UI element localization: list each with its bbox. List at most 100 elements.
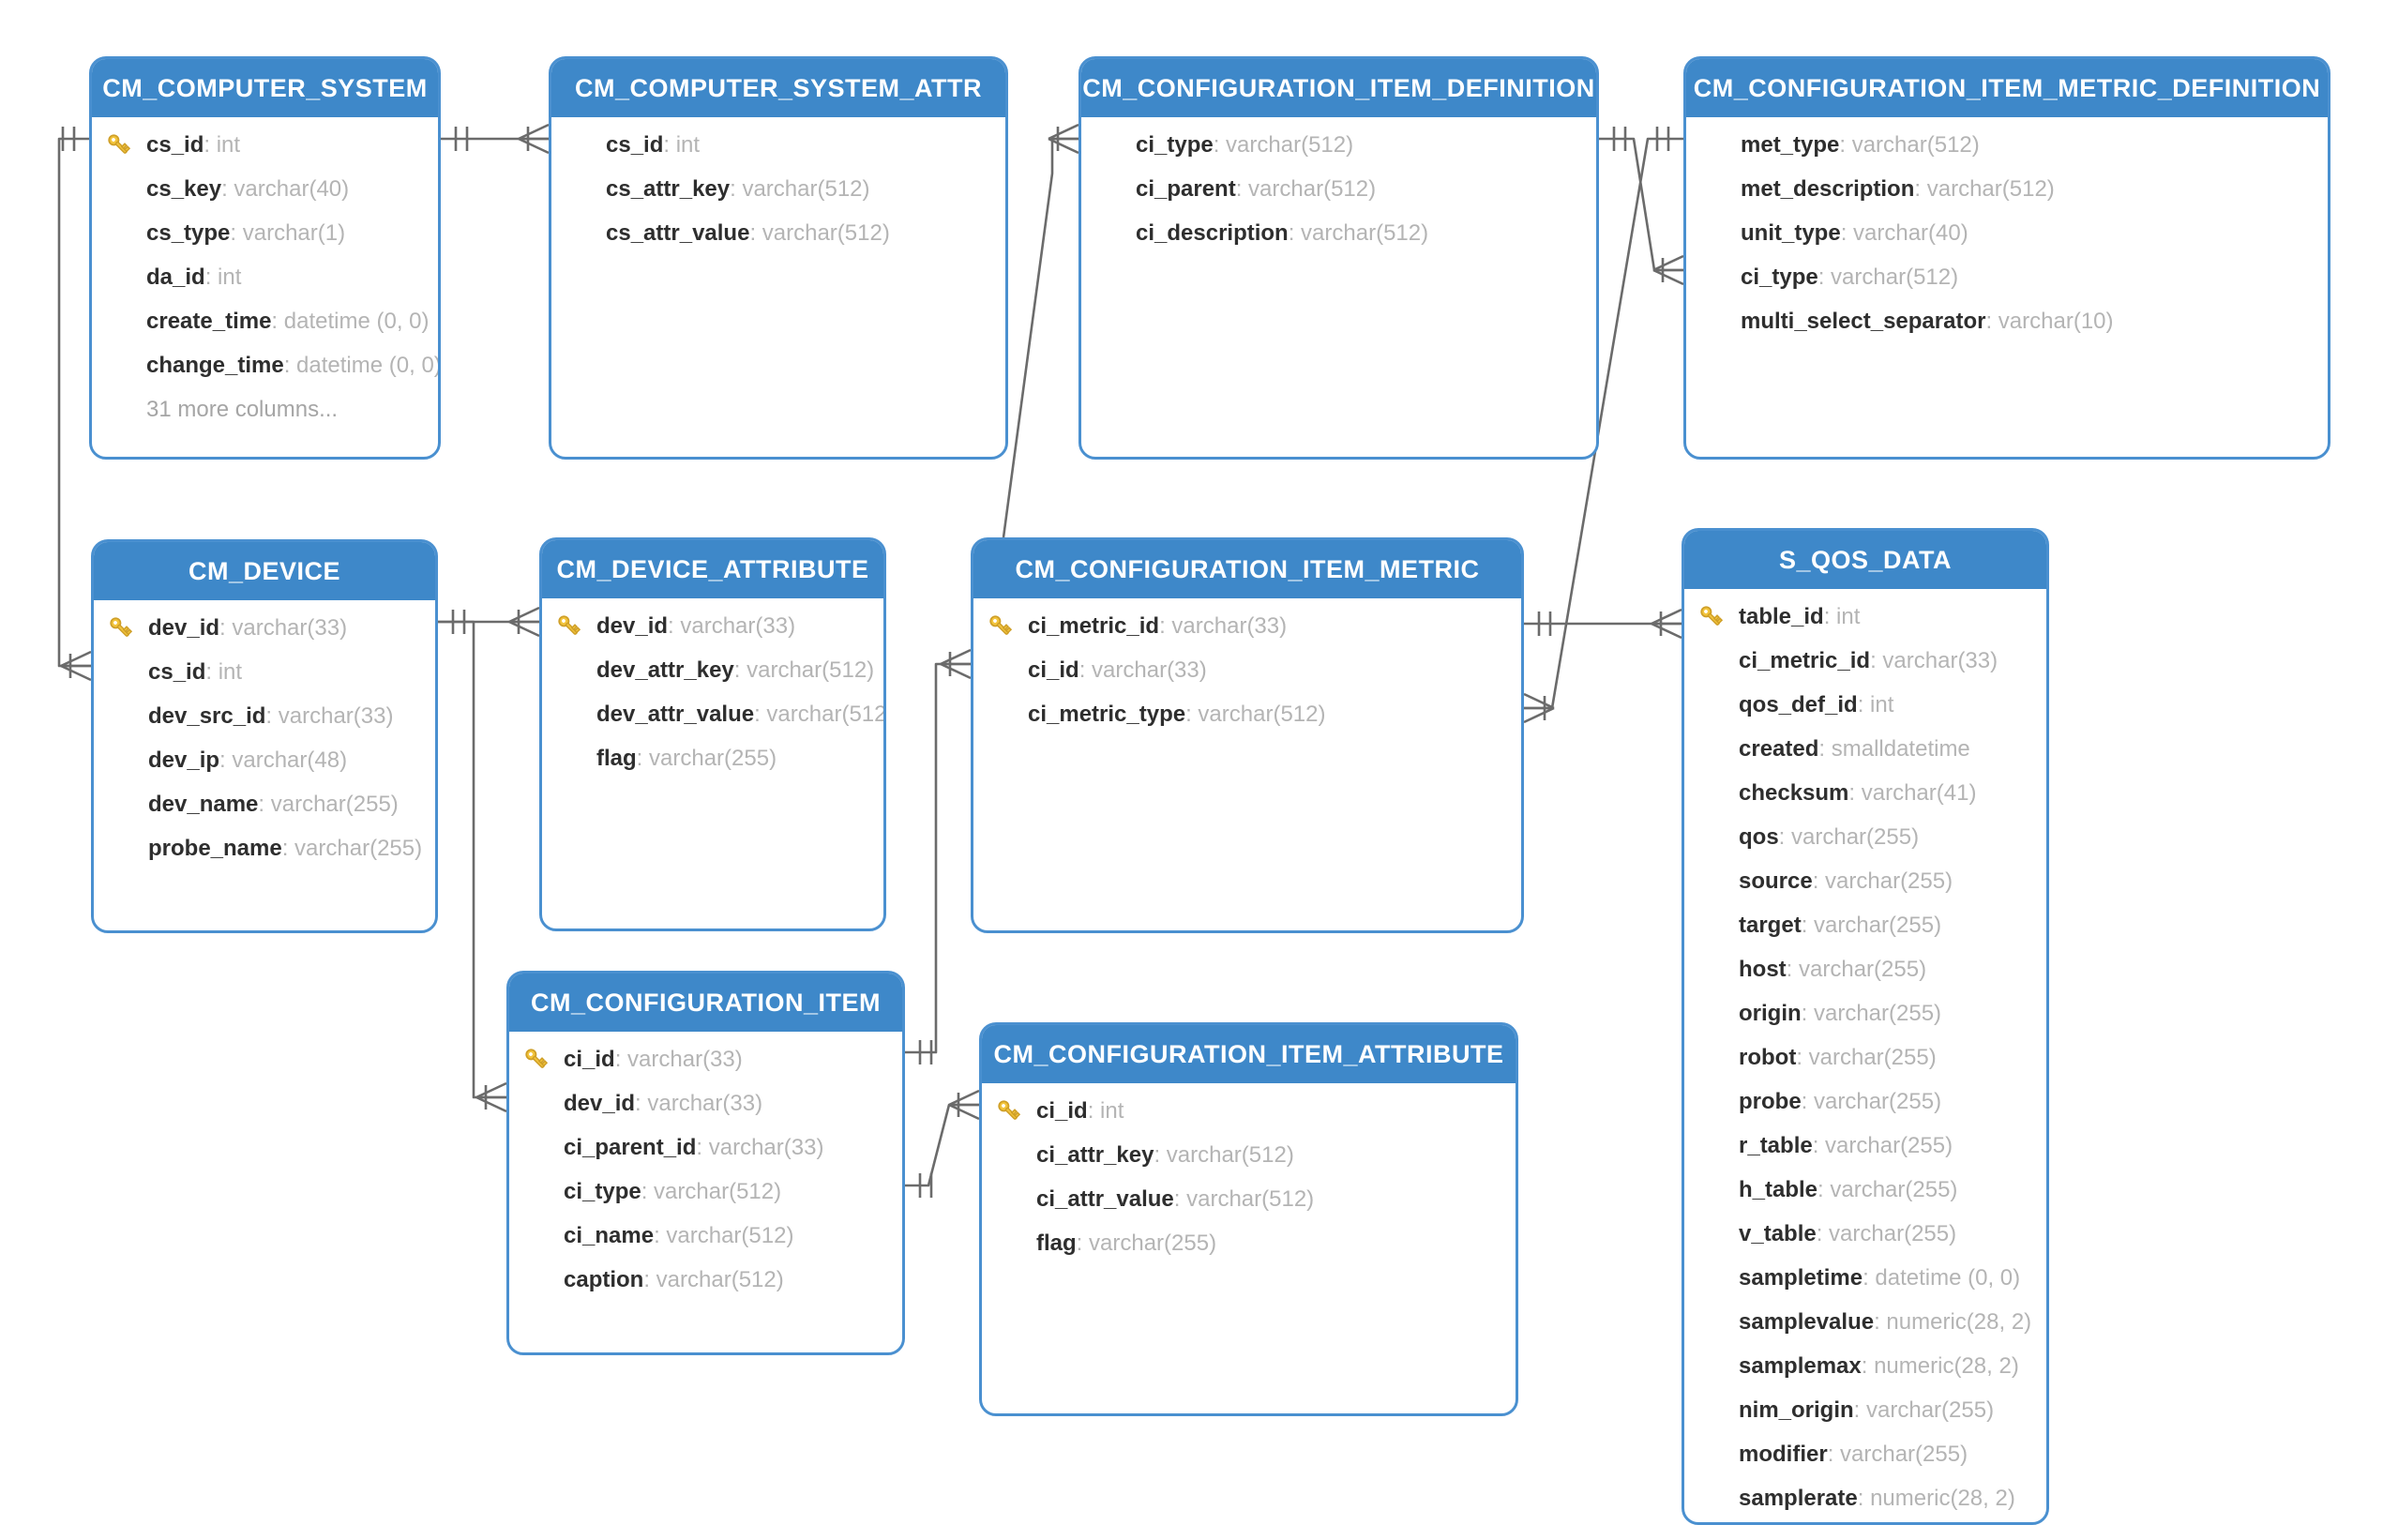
field-name: ci_parent <box>1136 175 1236 202</box>
field-row: change_time: datetime (0, 0) <box>92 343 438 387</box>
field-row: dev_id: varchar(33) <box>509 1081 902 1125</box>
field-name: sampletime <box>1739 1264 1863 1291</box>
field-row: origin: varchar(255) <box>1684 991 2046 1035</box>
field-type: : varchar(512) <box>733 657 875 683</box>
field-row: ci_metric_id: varchar(33) <box>1684 639 2046 683</box>
relationship-cm_device-to-cm_configuration_item <box>438 620 507 1113</box>
field-row: ci_metric_id: varchar(33) <box>973 604 1521 648</box>
field-row: dev_attr_value: varchar(512) <box>542 692 883 736</box>
field-row: cs_id: int <box>92 123 438 167</box>
field-type: : varchar(512) <box>1213 131 1354 158</box>
field-type: : varchar(255) <box>1778 823 1920 850</box>
field-row: table_id: int <box>1684 595 2046 639</box>
field-row: target: varchar(255) <box>1684 903 2046 947</box>
field-row: h_table: varchar(255) <box>1684 1168 2046 1212</box>
field-name: h_table <box>1739 1176 1818 1202</box>
field-type: : varchar(255) <box>1853 1397 1995 1423</box>
field-name: ci_type <box>1741 264 1818 290</box>
primary-key-slot <box>1697 603 1739 631</box>
field-row: created: smalldatetime <box>1684 727 2046 771</box>
primary-key-slot <box>522 1046 564 1074</box>
field-name: create_time <box>146 308 272 334</box>
field-type: : numeric(28, 2) <box>1874 1308 2032 1335</box>
field-row: cs_attr_value: varchar(512) <box>551 211 1005 255</box>
field-type: : varchar(41) <box>1848 779 1977 806</box>
field-type: : varchar(512) <box>749 219 890 246</box>
field-name: target <box>1739 912 1802 938</box>
relationship-cm_configuration_item_metric-to-cm_configuration_item_definition <box>1002 123 1079 538</box>
field-type: : int <box>204 131 241 158</box>
field-type: : varchar(255) <box>258 791 399 817</box>
field-type: : datetime (0, 0) <box>1863 1264 2021 1291</box>
field-type: : varchar(1) <box>230 219 346 246</box>
field-type: : varchar(512) <box>1185 701 1326 727</box>
field-row: met_type: varchar(512) <box>1686 123 2328 167</box>
table-title: CM_CONFIGURATION_ITEM_METRIC <box>973 540 1521 598</box>
field-type: : datetime (0, 0) <box>283 352 441 378</box>
table-title: CM_DEVICE <box>94 542 435 600</box>
field-row: multi_select_separator: varchar(10) <box>1686 299 2328 343</box>
table-title: CM_COMPUTER_SYSTEM <box>92 59 438 117</box>
field-name: dev_id <box>148 614 220 641</box>
primary-key-icon <box>989 614 1013 635</box>
field-type: : varchar(33) <box>614 1046 743 1072</box>
field-name: qos_def_id <box>1739 691 1858 717</box>
field-row: dev_ip: varchar(48) <box>94 738 435 782</box>
field-type: : varchar(512) <box>1173 1185 1315 1212</box>
field-name: dev_id <box>596 612 669 639</box>
field-type: : varchar(33) <box>1159 612 1288 639</box>
field-row: met_description: varchar(512) <box>1686 167 2328 211</box>
field-row: r_table: varchar(255) <box>1684 1124 2046 1168</box>
field-name: met_description <box>1741 175 1915 202</box>
field-type: : varchar(255) <box>1812 868 1953 894</box>
field-type: : varchar(33) <box>219 614 348 641</box>
field-row: ci_name: varchar(512) <box>509 1214 902 1258</box>
field-type: : varchar(255) <box>1816 1220 1957 1246</box>
primary-key-icon <box>108 133 131 154</box>
field-name: ci_id <box>564 1046 615 1072</box>
field-row: dev_src_id: varchar(33) <box>94 694 435 738</box>
field-name: origin <box>1739 1000 1802 1026</box>
field-type: : varchar(255) <box>1786 956 1927 982</box>
field-type: : varchar(255) <box>1827 1441 1968 1467</box>
table-cm_configuration_item_metric[interactable]: CM_CONFIGURATION_ITEM_METRIC ci_metric_id… <box>971 537 1524 933</box>
field-name: met_type <box>1741 131 1840 158</box>
field-type: : datetime (0, 0) <box>271 308 430 334</box>
relationship-cm_configuration_item-to-cm_configuration_item_attribute <box>905 1089 980 1198</box>
relationship-cm_configuration_item_metric_definition-to-cm_configuration_item_metric <box>1523 127 1683 724</box>
primary-key-icon <box>558 614 581 635</box>
field-row: samplevalue: numeric(28, 2) <box>1684 1300 2046 1344</box>
primary-key-slot <box>105 131 146 159</box>
field-row: samplemax: numeric(28, 2) <box>1684 1344 2046 1388</box>
field-row: modifier: varchar(255) <box>1684 1432 2046 1476</box>
field-name: samplevalue <box>1739 1308 1875 1335</box>
field-list: ci_id: varchar(33) dev_id: varchar(33) ci_… <box>509 1032 902 1302</box>
field-row: cs_attr_key: varchar(512) <box>551 167 1005 211</box>
primary-key-slot <box>987 612 1028 641</box>
primary-key-slot <box>107 614 148 642</box>
field-name: host <box>1739 956 1787 982</box>
field-name: ci_attr_key <box>1036 1141 1154 1168</box>
field-name: dev_id <box>564 1090 636 1116</box>
field-row: source: varchar(255) <box>1684 859 2046 903</box>
table-title: CM_CONFIGURATION_ITEM_DEFINITION <box>1081 59 1596 117</box>
field-name: dev_src_id <box>148 702 266 729</box>
field-name: created <box>1739 735 1819 762</box>
field-row: create_time: datetime (0, 0) <box>92 299 438 343</box>
table-title: CM_DEVICE_ATTRIBUTE <box>542 540 883 598</box>
field-name: cs_attr_value <box>606 219 750 246</box>
field-type: : varchar(512) <box>1288 219 1429 246</box>
field-list: met_type: varchar(512)met_description: v… <box>1686 117 2328 343</box>
